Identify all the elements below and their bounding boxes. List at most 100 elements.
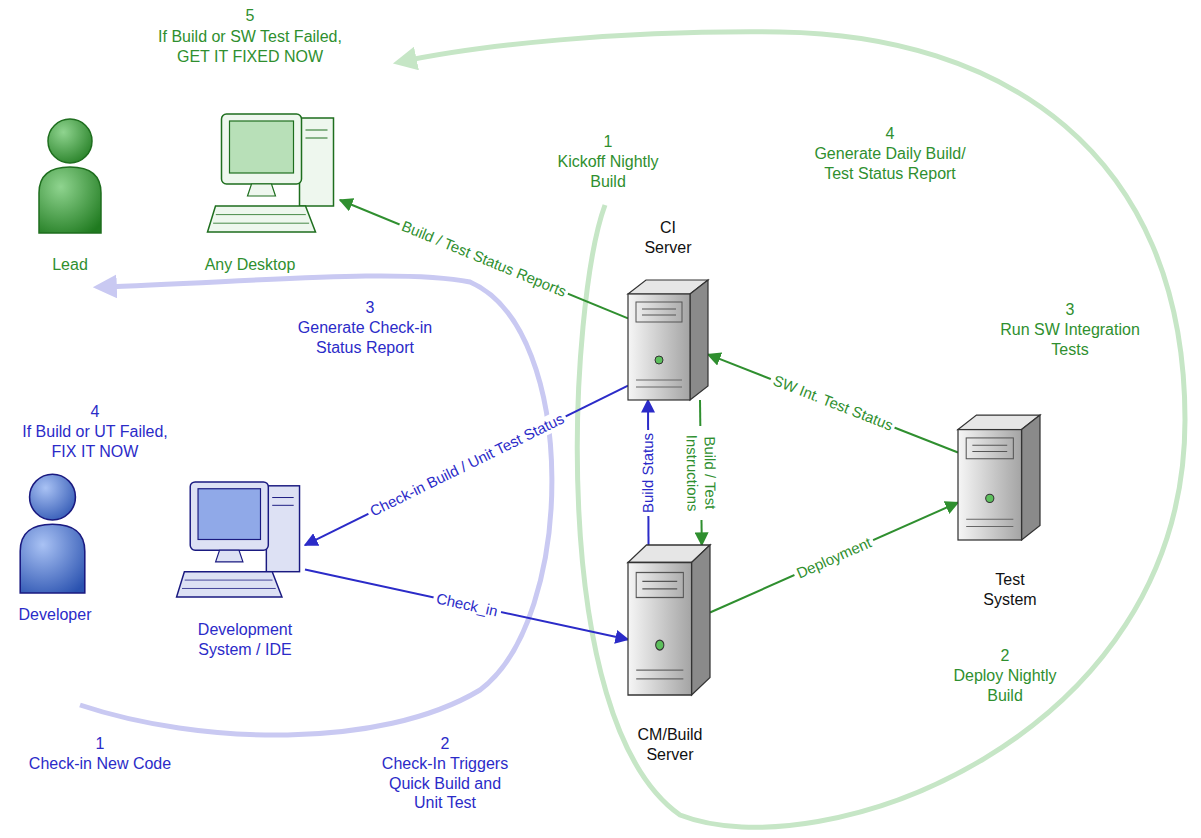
connector-arrow: [305, 386, 628, 545]
computer-icon: [175, 478, 305, 600]
power-light: [656, 640, 664, 650]
drive-slot: [642, 581, 677, 582]
server-side: [1022, 415, 1040, 540]
vent-line: [966, 519, 1013, 520]
step-text: Run SW Integration Tests: [993, 320, 1148, 359]
vent-line: [636, 669, 683, 670]
computer-tower: [300, 118, 334, 206]
step-text: Generate Check-in Status Report: [290, 318, 440, 357]
computer-icon: [205, 110, 340, 235]
monitor-frame: [222, 114, 302, 184]
edge-label: Build / Test Instructions: [682, 425, 719, 519]
drive-slot: [972, 445, 1007, 446]
step-text: Generate Daily Build/ Test Status Report: [805, 144, 975, 183]
node-label: Test System: [980, 570, 1040, 609]
vent-line: [636, 387, 682, 388]
callout-number: 2: [990, 646, 1020, 666]
node-label: Development System / IDE: [185, 620, 305, 659]
edge-label: Build Status: [639, 429, 657, 515]
vent-line: [636, 380, 682, 381]
drive-bay: [636, 573, 683, 598]
drive-slot: [642, 315, 676, 316]
edge-label: SW Int. Test Status: [768, 371, 899, 436]
person-head: [30, 474, 76, 520]
server-front: [958, 430, 1022, 540]
connector-arrow: [708, 354, 958, 452]
person-head: [48, 119, 92, 163]
callout-number: 2: [430, 734, 460, 754]
tower-slot: [306, 138, 328, 139]
node-label: CI Server: [638, 218, 698, 257]
power-light: [986, 494, 994, 502]
monitor-screen: [230, 121, 294, 173]
drive-bay: [966, 438, 1013, 459]
server-front: [628, 563, 692, 696]
callout-number: 3: [355, 298, 385, 318]
callout-number: 3: [1055, 300, 1085, 320]
callout-number: 4: [80, 402, 110, 422]
server-side: [690, 280, 708, 400]
drive-slot: [642, 309, 676, 310]
drive-bay: [636, 302, 682, 322]
computer-tower: [266, 486, 299, 572]
person-body: [20, 524, 85, 593]
cm-build-server: CM/Build Server: [628, 545, 710, 695]
keyboard: [208, 206, 316, 232]
server-icon: [628, 280, 708, 400]
step-text: Check-In Triggers Quick Build and Unit T…: [379, 754, 511, 813]
monitor-stand: [248, 184, 276, 196]
edge-label: Check_in: [431, 588, 502, 620]
callout-number: 1: [593, 132, 623, 152]
lead-person: Lead: [35, 115, 105, 235]
person-icon: [35, 115, 105, 235]
desktop-computer: Any Desktop: [205, 110, 340, 235]
keyboard-row: [216, 214, 306, 215]
vent-line: [636, 678, 683, 679]
drive-slot: [642, 588, 677, 589]
keyboard-row: [185, 580, 273, 581]
developer-person: Developer: [15, 470, 90, 595]
server-icon: [958, 415, 1040, 540]
drive-slot: [972, 451, 1007, 452]
edge-label: Check-in Build / Unit Test Status: [364, 409, 569, 523]
edge-label: Deployment: [791, 532, 877, 583]
ci-server: CI Server: [628, 280, 708, 400]
tower-slot: [272, 497, 293, 498]
tower-slot: [306, 130, 328, 131]
step-text: If Build or UT Failed, FIX IT NOW: [11, 422, 179, 461]
keyboard-row: [182, 588, 276, 589]
server-side: [692, 545, 710, 695]
tower-slot: [272, 505, 293, 506]
node-label: CM/Build Server: [630, 725, 710, 764]
vent-line: [966, 526, 1013, 527]
callout-number: 4: [875, 124, 905, 144]
person-body: [39, 167, 101, 233]
node-label: Any Desktop: [185, 255, 315, 275]
test-server: Test System: [958, 415, 1040, 540]
monitor-screen: [198, 489, 260, 540]
step-text: If Build or SW Test Failed, GET IT FIXED…: [148, 27, 353, 66]
step-text: Deploy Nightly Build: [943, 666, 1068, 705]
server-front: [628, 294, 690, 400]
checkin-loop: [80, 276, 552, 735]
power-light: [655, 356, 663, 364]
step-text: Kickoff Nightly Build: [546, 152, 671, 191]
callout-number: 1: [85, 734, 115, 754]
step-text: Check-in New Code: [15, 754, 185, 774]
connector-arrow: [305, 570, 628, 640]
person-icon: [15, 470, 90, 595]
node-label: Lead: [20, 255, 120, 275]
development-computer: Development System / IDE: [175, 478, 305, 600]
monitor-frame: [190, 482, 268, 550]
edge-label: Build / Test Status Reports: [396, 216, 572, 302]
connector-arrow: [710, 503, 958, 613]
node-label: Developer: [0, 605, 110, 625]
callout-number: 5: [230, 6, 270, 26]
monitor-stand: [216, 550, 243, 562]
server-icon: [628, 545, 710, 695]
connector-arrow: [340, 200, 628, 318]
keyboard: [177, 572, 282, 597]
